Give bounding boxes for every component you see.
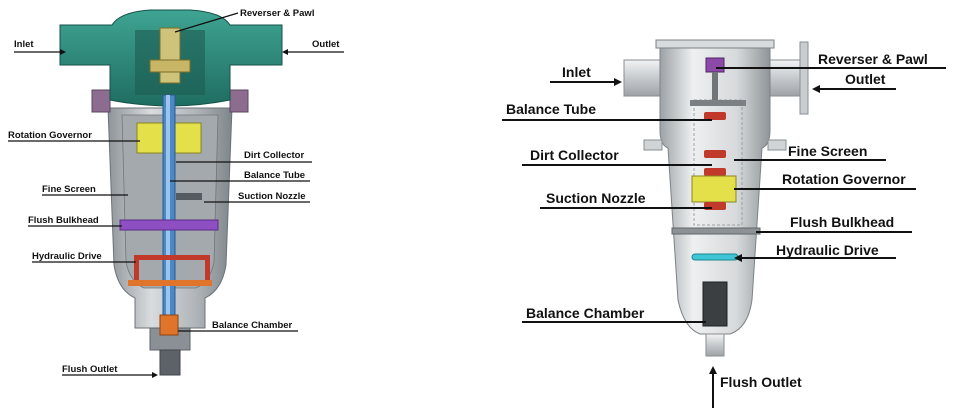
right-rotation-governor — [691, 175, 737, 203]
left-hydraulic-drive-top — [134, 255, 210, 260]
right-reverser-pawl — [705, 57, 725, 73]
right-red-part-3 — [704, 168, 726, 176]
left-filter-drawing — [59, 9, 283, 376]
left-reverser-assembly — [159, 27, 181, 84]
right-reverser-shaft — [712, 72, 718, 102]
left-label-reverser-pawl: Reverser & Pawl — [240, 8, 314, 19]
right-red-part-1 — [704, 112, 726, 120]
left-arrow-inlet — [60, 49, 66, 55]
right-arrow-inlet — [614, 78, 622, 86]
right-hydraulic-drive — [691, 253, 739, 261]
left-arrow-flush-outlet — [152, 372, 158, 378]
right-top-cap — [655, 39, 775, 49]
left-orange-ring — [128, 280, 212, 286]
right-label-inlet: Inlet — [562, 64, 591, 80]
right-label-rotation-governor: Rotation Governor — [782, 171, 906, 187]
left-label-fine-screen: Fine Screen — [42, 184, 96, 195]
left-tube-highlight — [166, 95, 170, 325]
right-label-reverser-pawl: Reverser & Pawl — [818, 51, 928, 67]
right-label-flush-bulkhead: Flush Bulkhead — [790, 214, 894, 230]
left-label-outlet: Outlet — [312, 39, 340, 50]
left-label-hydraulic-drive: Hydraulic Drive — [32, 251, 102, 262]
left-suction-nozzle — [176, 193, 202, 200]
right-dirt-collector — [704, 150, 726, 158]
right-flush-bulkhead — [671, 227, 761, 235]
left-labels: Reverser & Pawl Inlet Outlet Rotation Go… — [8, 8, 344, 378]
left-reverser-collar — [149, 59, 191, 73]
left-label-suction-nozzle: Suction Nozzle — [238, 191, 306, 202]
left-label-balance-tube: Balance Tube — [244, 170, 305, 181]
left-label-rotation-governor: Rotation Governor — [8, 130, 92, 141]
right-label-outlet: Outlet — [845, 71, 886, 87]
right-label-suction-nozzle: Suction Nozzle — [546, 190, 646, 206]
left-label-flush-bulkhead: Flush Bulkhead — [28, 215, 99, 226]
right-arrow-outlet — [812, 85, 820, 93]
right-label-flush-outlet: Flush Outlet — [720, 374, 802, 390]
right-side-nut — [229, 89, 249, 113]
right-arrow-flush-outlet — [709, 366, 717, 374]
right-flush-outlet-pipe — [705, 333, 725, 357]
right-fine-screen — [693, 99, 743, 226]
left-leader-reverser — [174, 12, 239, 33]
left-label-inlet: Inlet — [14, 39, 34, 50]
right-side-fitting-left — [643, 139, 663, 151]
left-label-flush-outlet: Flush Outlet — [62, 364, 118, 375]
left-side-nut — [91, 89, 111, 113]
left-arrow-outlet — [282, 49, 288, 55]
right-label-balance-chamber: Balance Chamber — [526, 305, 645, 321]
left-flush-bulkhead — [119, 219, 219, 231]
right-balance-chamber — [702, 281, 728, 327]
right-side-fitting-right — [767, 139, 787, 151]
left-label-dirt-collector: Dirt Collector — [244, 150, 304, 161]
left-hydraulic-drive-left — [134, 255, 139, 285]
left-label-balance-chamber: Balance Chamber — [212, 320, 293, 331]
left-balance-chamber — [159, 314, 179, 336]
right-label-fine-screen: Fine Screen — [788, 143, 867, 159]
right-labels: Reverser & Pawl Inlet Outlet Balance Tub… — [502, 51, 946, 408]
right-balance-plate — [690, 100, 746, 106]
left-flush-outlet-pipe — [159, 349, 181, 376]
right-label-dirt-collector: Dirt Collector — [530, 147, 619, 163]
right-label-balance-tube: Balance Tube — [506, 101, 596, 117]
right-label-hydraulic-drive: Hydraulic Drive — [776, 242, 879, 258]
right-outlet-flange — [799, 41, 809, 115]
left-hydraulic-drive-right — [205, 255, 210, 285]
right-filter-drawing — [623, 39, 809, 357]
right-arrow-hydraulic-drive — [734, 254, 742, 262]
